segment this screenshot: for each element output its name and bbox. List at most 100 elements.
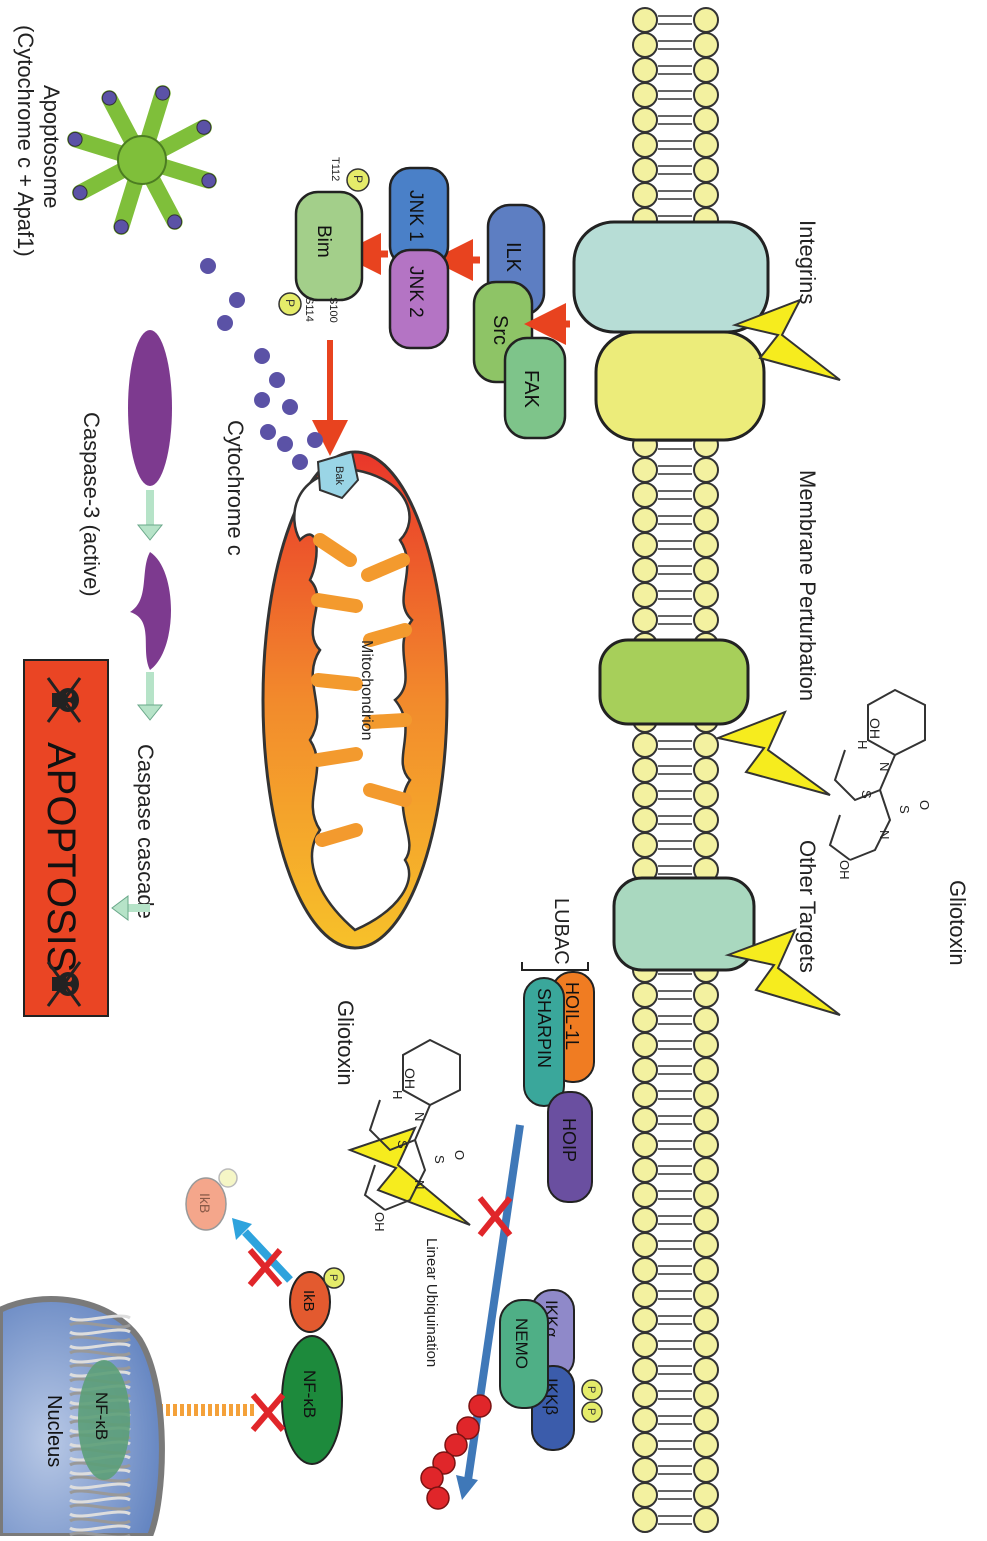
ubiquitin-bead — [469, 1395, 491, 1417]
lipid-head — [694, 1058, 718, 1082]
apoptosome-cytochrome — [168, 215, 182, 229]
sharpin-label: SHARPIN — [534, 988, 554, 1068]
apoptosome-cytochrome — [156, 86, 170, 100]
lipid-head — [633, 1058, 657, 1082]
lightning-bolt-icon — [718, 712, 830, 795]
lipid-head — [633, 1208, 657, 1232]
lipid-head — [694, 1083, 718, 1107]
gliotoxin-top-label: Gliotoxin — [945, 880, 970, 966]
lipid-head — [694, 1308, 718, 1332]
gliotoxin-mid-oh: OH — [402, 1068, 418, 1089]
lipid-head — [694, 1483, 718, 1507]
lipid-head — [633, 1483, 657, 1507]
cytochrome-c-dot — [277, 436, 293, 452]
lipid-head — [633, 1233, 657, 1257]
phospho-label: P — [351, 175, 365, 183]
lipid-head — [633, 1008, 657, 1032]
lipid-head — [694, 1133, 718, 1157]
gliotoxin-top-n: N — [877, 762, 892, 771]
fak-label: FAK — [520, 370, 542, 408]
apoptosome-cytochrome — [73, 186, 87, 200]
caspase3-inactive — [128, 330, 172, 486]
lipid-head — [694, 1233, 718, 1257]
lipid-head — [694, 733, 718, 757]
lipid-head — [694, 1183, 718, 1207]
integrin-beta-subunit — [596, 332, 764, 440]
lipid-head — [694, 1508, 718, 1532]
ikb-dissociated-label: IkB — [197, 1193, 213, 1213]
integrins-label: Integrins — [795, 220, 820, 304]
lipid-head — [694, 1433, 718, 1457]
lipid-head — [633, 808, 657, 832]
linear-ubiquination-label: Linear Ubiquination — [423, 1238, 440, 1367]
bak-label: Bak — [333, 466, 345, 485]
lipid-head — [633, 583, 657, 607]
apoptosome-cytochrome — [202, 174, 216, 188]
nfkb-nuclear-label: NF-κB — [92, 1392, 111, 1440]
phospho-label: P — [585, 1386, 597, 1393]
lipid-head — [694, 1033, 718, 1057]
other-targets-label: Other Targets — [795, 840, 820, 973]
bim-site-s114: S114 — [303, 297, 315, 322]
lipid-head — [694, 1283, 718, 1307]
lipid-head — [633, 1158, 657, 1182]
gliotoxin-mid-n2: N — [412, 1180, 427, 1189]
lipid-head — [694, 483, 718, 507]
lipid-head — [633, 1283, 657, 1307]
lipid-head — [633, 1133, 657, 1157]
lipid-head — [694, 508, 718, 532]
lipid-head — [633, 183, 657, 207]
lipid-head — [694, 1158, 718, 1182]
lipid-head — [633, 1358, 657, 1382]
gliotoxin-mid-oh2: OH — [372, 1212, 387, 1232]
lipid-head — [694, 1208, 718, 1232]
lipid-head — [694, 783, 718, 807]
phospho-label: P — [327, 1274, 339, 1281]
lipid-head — [694, 1383, 718, 1407]
lipid-head — [633, 783, 657, 807]
lipid-head — [633, 1408, 657, 1432]
lipid-head — [633, 758, 657, 782]
lipid-head — [633, 33, 657, 57]
lipid-head — [694, 533, 718, 557]
lipid-head — [633, 533, 657, 557]
lipid-head — [633, 1383, 657, 1407]
cytochrome-c-dot — [217, 315, 233, 331]
lipid-head — [633, 133, 657, 157]
lipid-head — [633, 1308, 657, 1332]
cytochrome-c-dot — [200, 258, 216, 274]
lipid-head — [694, 33, 718, 57]
cytochrome-c-dot — [282, 399, 298, 415]
gliotoxin-mid-s1: S — [395, 1140, 410, 1149]
gliotoxin-top-n2: N — [877, 830, 892, 839]
cytochrome-c-dot — [292, 454, 308, 470]
gliotoxin-mid-label: Gliotoxin — [333, 1000, 358, 1086]
ikb-label: IkB — [300, 1290, 317, 1312]
caspase-cascade-label: Caspase cascade — [133, 744, 158, 919]
gliotoxin-top-oh: OH — [867, 718, 883, 739]
phospho-label: P — [585, 1408, 597, 1415]
lipid-head — [694, 1008, 718, 1032]
cytochrome-c-label: Cytochrome c — [223, 420, 248, 556]
caspase3-active — [130, 552, 171, 670]
cytochrome-c-dot — [269, 372, 285, 388]
lipid-head — [633, 1508, 657, 1532]
apoptosome-cytochrome — [68, 132, 82, 146]
lipid-head — [633, 83, 657, 107]
lipid-head — [633, 1183, 657, 1207]
nucleus-label: Nucleus — [43, 1395, 65, 1467]
integrin-alpha-subunit — [574, 222, 768, 332]
lipid-head — [633, 833, 657, 857]
ubiquitin-chain — [421, 1395, 491, 1509]
lipid-head — [694, 983, 718, 1007]
src-label: Src — [489, 315, 511, 345]
lipid-head — [694, 183, 718, 207]
lipid-head — [694, 808, 718, 832]
bim-label: Bim — [313, 225, 334, 258]
lipid-head — [633, 8, 657, 32]
lipid-head — [694, 58, 718, 82]
apoptosome-cytochrome — [102, 91, 116, 105]
cytochrome-c-dot — [229, 292, 245, 308]
